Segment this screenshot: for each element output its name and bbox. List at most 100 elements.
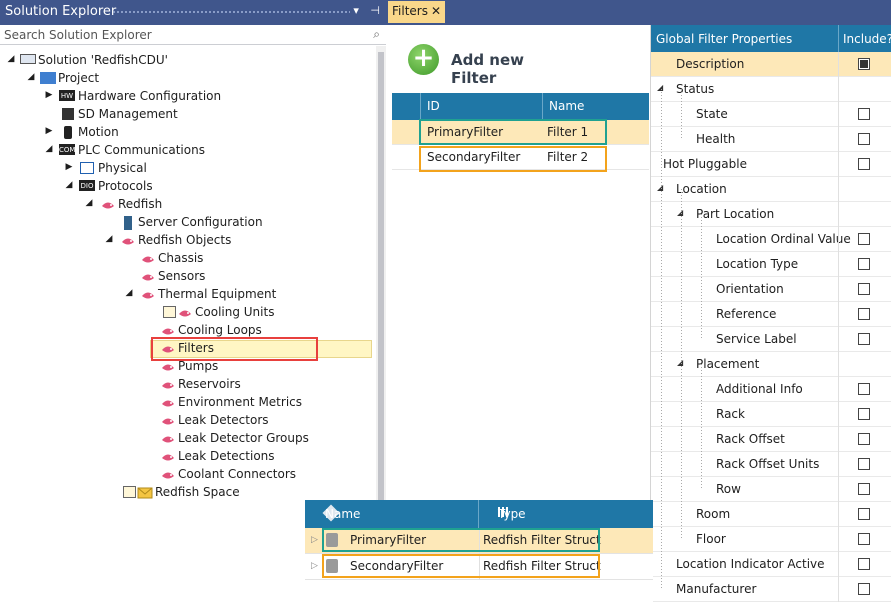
property-row-manufacturer[interactable]: Manufacturer	[651, 577, 891, 602]
struct-row[interactable]: ▷ SecondaryFilter Redfish Filter Struct	[305, 554, 653, 580]
solution-explorer-scrollbar[interactable]	[376, 46, 386, 602]
global-filter-properties-panel: Global Filter Properties Include? Descri…	[650, 25, 891, 602]
struct-name-cell[interactable]: SecondaryFilter	[350, 559, 444, 573]
add-new-filter-button[interactable]: + Add new Filter	[408, 44, 568, 87]
property-row-location[interactable]: ◢ Location	[651, 177, 891, 202]
property-row-service-label[interactable]: Service Label	[651, 327, 891, 352]
include-checkbox[interactable]	[858, 158, 870, 170]
include-checkbox[interactable]	[858, 558, 870, 570]
search-icon[interactable]: ⌕	[373, 27, 380, 41]
property-row-orientation[interactable]: Orientation	[651, 277, 891, 302]
tree-item-label: SD Management	[78, 107, 178, 121]
property-row-rack-offset-units[interactable]: Rack Offset Units	[651, 452, 891, 477]
struct-table-header: Name Type	[305, 500, 653, 528]
include-checkbox[interactable]	[858, 258, 870, 270]
filter-id-cell[interactable]: PrimaryFilter	[427, 125, 504, 139]
expanded-arrow-icon[interactable]: ◢	[65, 180, 73, 190]
include-checkbox[interactable]	[858, 333, 870, 345]
expanded-arrow-icon[interactable]: ◢	[125, 288, 133, 298]
property-row-part-location[interactable]: ◢ Part Location	[651, 202, 891, 227]
column-header-name[interactable]: Name	[543, 93, 649, 120]
property-row-state[interactable]: State	[651, 102, 891, 127]
filter-name-cell[interactable]: Filter 2	[547, 150, 589, 164]
property-row-location-indicator-active[interactable]: Location Indicator Active	[651, 552, 891, 577]
expanded-arrow-icon[interactable]: ◢	[85, 198, 93, 208]
collapsed-arrow-icon[interactable]: ▶	[65, 162, 73, 172]
include-checkbox[interactable]	[858, 58, 870, 70]
expanded-arrow-icon[interactable]: ◢	[677, 358, 683, 367]
property-label: Location Indicator Active	[676, 557, 825, 571]
expanded-arrow-icon[interactable]: ◢	[45, 144, 53, 154]
include-checkbox[interactable]	[858, 308, 870, 320]
property-label: State	[696, 107, 728, 121]
filter-row[interactable]: SecondaryFilter Filter 2	[392, 145, 649, 170]
include-checkbox[interactable]	[858, 583, 870, 595]
include-checkbox[interactable]	[858, 458, 870, 470]
property-row-placement[interactable]: ◢ Placement	[651, 352, 891, 377]
pin-icon[interactable]: ⊣	[370, 4, 380, 17]
solution-explorer-title: Solution Explorer	[5, 4, 117, 19]
expanded-arrow-icon[interactable]: ◢	[105, 234, 113, 244]
property-row-description[interactable]: Description	[651, 52, 891, 77]
struct-icon	[326, 559, 338, 573]
collapsed-arrow-icon[interactable]: ▶	[45, 90, 53, 100]
struct-variable-table: Name Type ▷ PrimaryFilter Redfish Filter…	[305, 500, 653, 602]
property-row-health[interactable]: Health	[651, 127, 891, 152]
search-input[interactable]: Search Solution Explorer	[4, 28, 152, 42]
scrollbar-thumb[interactable]	[378, 52, 384, 582]
struct-type-cell[interactable]: Redfish Filter Struct	[483, 533, 601, 547]
property-row-additional-info[interactable]: Additional Info	[651, 377, 891, 402]
redfish-icon	[179, 310, 191, 317]
server-icon	[124, 216, 132, 230]
column-header-id[interactable]: ID	[421, 93, 543, 120]
struct-type-cell[interactable]: Redfish Filter Struct	[483, 559, 601, 573]
include-checkbox[interactable]	[858, 408, 870, 420]
close-icon[interactable]: ✕	[430, 4, 441, 18]
include-checkbox[interactable]	[858, 383, 870, 395]
filter-name-cell[interactable]: Filter 1	[547, 125, 589, 139]
solution-explorer-search[interactable]: Search Solution Explorer ⌕	[0, 25, 386, 45]
struct-name-cell[interactable]: PrimaryFilter	[350, 533, 427, 547]
property-row-room[interactable]: Room	[651, 502, 891, 527]
redfish-icon	[162, 382, 174, 389]
property-row-rack[interactable]: Rack	[651, 402, 891, 427]
expand-arrow-icon[interactable]: ▷	[311, 535, 318, 545]
property-row-floor[interactable]: Floor	[651, 527, 891, 552]
struct-row[interactable]: ▷ PrimaryFilter Redfish Filter Struct	[305, 528, 653, 554]
property-row-row[interactable]: Row	[651, 477, 891, 502]
collapsed-arrow-icon[interactable]: ▶	[45, 126, 53, 136]
property-row-status[interactable]: ◢ Status	[651, 77, 891, 102]
column-header-name[interactable]: Name	[305, 500, 479, 528]
solution-explorer-title-bar: Solution Explorer ▾ ⊣	[0, 0, 386, 25]
expanded-arrow-icon[interactable]: ◢	[657, 83, 664, 92]
property-row-rack-offset[interactable]: Rack Offset	[651, 427, 891, 452]
include-checkbox[interactable]	[858, 483, 870, 495]
property-row-location-ordinal-value[interactable]: Location Ordinal Value	[651, 227, 891, 252]
drag-grip[interactable]	[112, 10, 350, 15]
expanded-arrow-icon[interactable]: ◢	[7, 54, 15, 64]
property-row-hot-pluggable[interactable]: Hot Pluggable	[651, 152, 891, 177]
filter-id-cell[interactable]: SecondaryFilter	[427, 150, 521, 164]
plus-icon: +	[408, 44, 439, 75]
include-checkbox[interactable]	[858, 133, 870, 145]
expanded-arrow-icon[interactable]: ◢	[677, 208, 683, 217]
dropdown-arrow-icon[interactable]: ▾	[353, 4, 359, 17]
expand-arrow-icon[interactable]: ▷	[311, 561, 318, 571]
include-checkbox[interactable]	[858, 533, 870, 545]
property-label: Status	[676, 82, 715, 96]
include-checkbox[interactable]	[858, 283, 870, 295]
tree-item-label: Pumps	[178, 359, 219, 373]
include-checkbox[interactable]	[858, 433, 870, 445]
expanded-arrow-icon[interactable]: ◢	[27, 72, 35, 82]
tree-item-label: Environment Metrics	[178, 395, 302, 409]
tree-item-label: PLC Communications	[78, 143, 205, 157]
include-checkbox[interactable]	[858, 108, 870, 120]
include-checkbox[interactable]	[858, 508, 870, 520]
tree-connector-line	[681, 89, 682, 139]
include-checkbox[interactable]	[858, 233, 870, 245]
tab-filters[interactable]: Filters ✕	[388, 1, 445, 23]
filter-row[interactable]: PrimaryFilter Filter 1	[392, 120, 649, 145]
property-row-location-type[interactable]: Location Type	[651, 252, 891, 277]
property-row-reference[interactable]: Reference	[651, 302, 891, 327]
expanded-arrow-icon[interactable]: ◢	[657, 183, 663, 192]
